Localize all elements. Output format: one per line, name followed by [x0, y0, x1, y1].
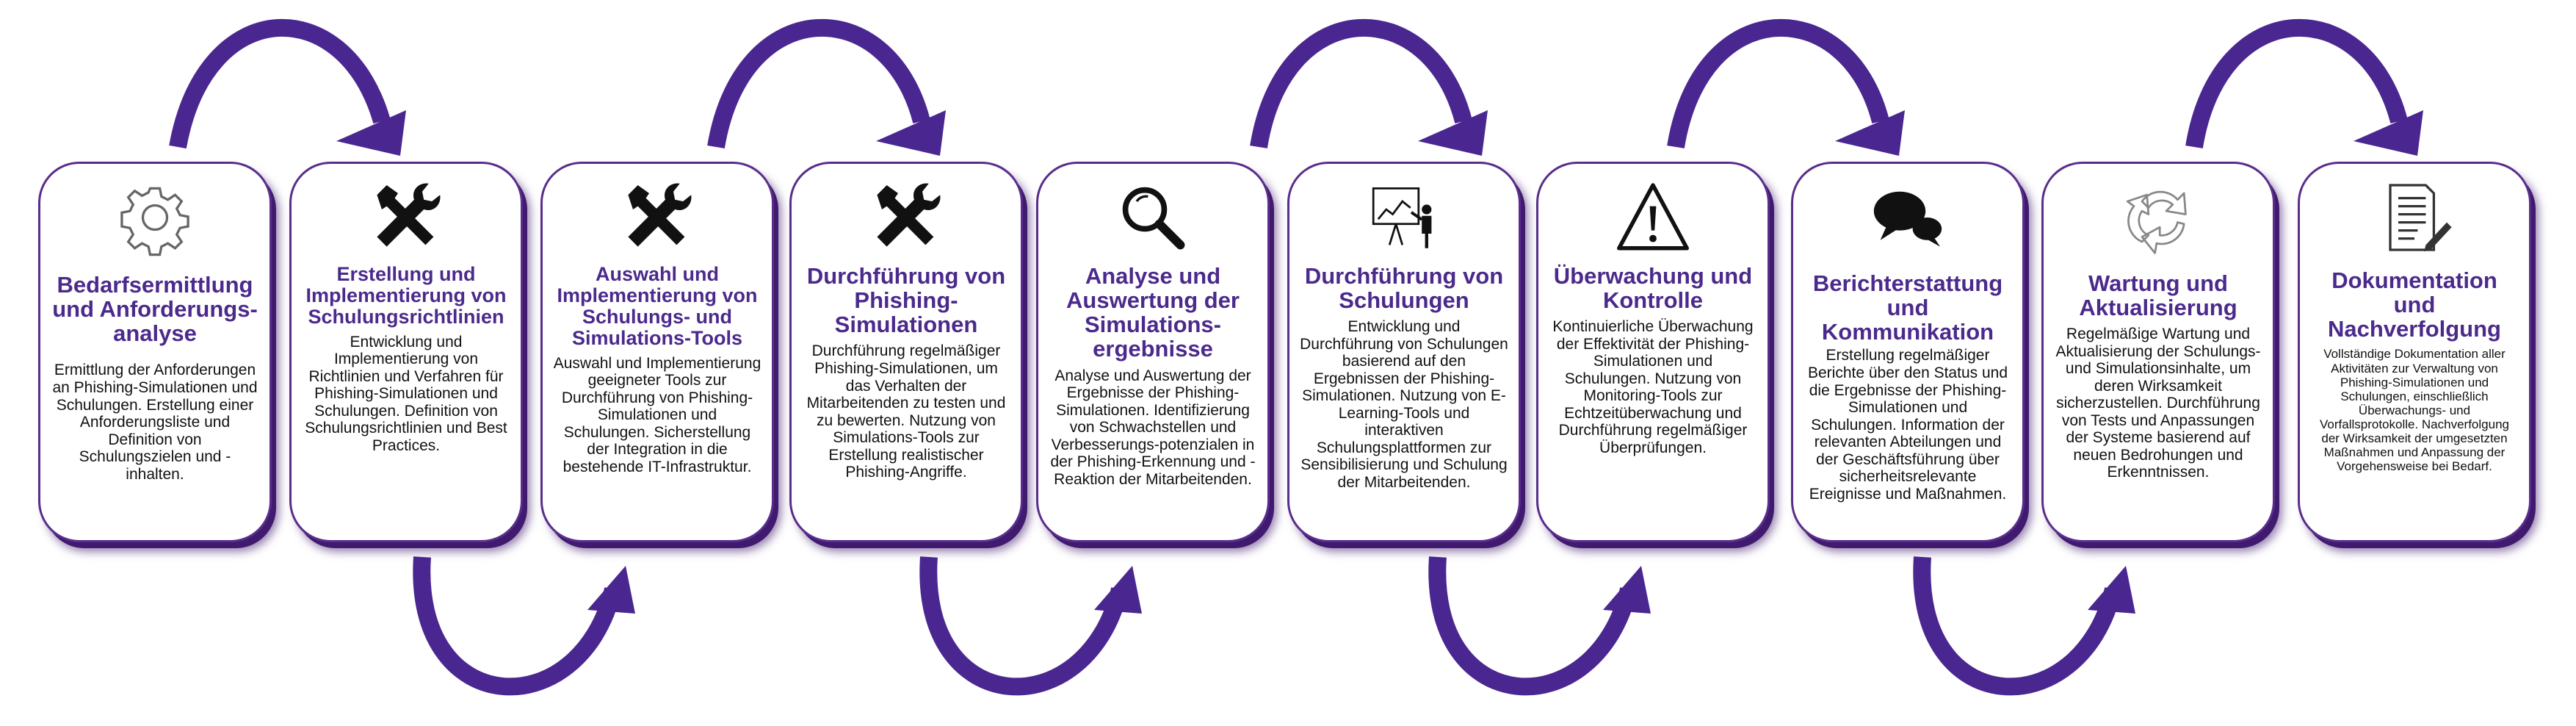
arrowhead — [336, 110, 406, 156]
cycle-arrows-icon — [2118, 177, 2199, 258]
connector-arrow-7 — [919, 556, 1129, 696]
presentation-icon — [1364, 177, 1444, 258]
step-card-4: Durchführung von Phishing-Simulationen D… — [789, 162, 1023, 542]
tools-icon — [617, 177, 698, 258]
connector-arrow-3 — [1250, 18, 1472, 148]
step-body: Kontinuierliche Überwachung der Effektiv… — [1552, 318, 1754, 456]
step-title: Analyse und Auswertung der Simulations-e… — [1066, 263, 1240, 362]
step-card-3: Auswahl und Implementierung von Schulung… — [540, 162, 774, 542]
step-card-5: Analyse und Auswertung der Simulations-e… — [1036, 162, 1270, 542]
arrowhead — [876, 110, 946, 156]
step-body: Durchführung regelmäßiger Phishing-Simul… — [806, 342, 1006, 481]
step-title: Erstellung und Implementierung von Schul… — [305, 263, 507, 328]
step-card-6: Durchführung von Schulungen Entwicklung … — [1287, 162, 1521, 542]
step-title: Berichterstattung und Kommunikation — [1812, 270, 2003, 345]
step-body: Analyse und Auswertung der Ergebnisse de… — [1050, 367, 1256, 488]
step-title: Bedarfsermittlung und Anforderungs-analy… — [52, 272, 258, 347]
connector-arrow-8 — [1428, 556, 1638, 696]
step-card-2: Erstellung und Implementierung von Schul… — [289, 162, 523, 542]
step-title: Durchführung von Schulungen — [1304, 263, 1504, 314]
step-card-1: Bedarfsermittlung und Anforderungs-analy… — [38, 162, 272, 542]
arrowhead — [587, 566, 635, 614]
step-body: Regelmäßige Wartung und Aktualisierung d… — [2055, 326, 2261, 481]
step-body: Ermittlung der Anforderungen an Phishing… — [52, 362, 258, 483]
step-card-9: Wartung und Aktualisierung Regelmäßige W… — [2041, 162, 2275, 542]
arrowhead — [1603, 566, 1651, 614]
connector-arrow-4 — [1667, 18, 1889, 148]
magnifier-icon — [1112, 177, 1193, 258]
connector-arrow-9 — [1913, 556, 2122, 696]
connector-arrow-1 — [169, 18, 391, 149]
step-body: Vollständige Dokumentation aller Aktivit… — [2320, 347, 2509, 473]
step-card-7: Überwachung und Kontrolle Kontinuierlich… — [1536, 162, 1770, 542]
speech-bubbles-icon — [1867, 177, 1948, 258]
step-title: Dokumentation und Nachverfolgung — [2328, 267, 2501, 342]
step-title: Auswahl und Implementierung von Schulung… — [557, 263, 758, 349]
arrowhead — [1418, 110, 1488, 156]
step-card-8: Berichterstattung und Kommunikation Erst… — [1791, 162, 2025, 542]
arrowhead — [1835, 110, 1905, 156]
step-body: Auswahl und Implementierung geeigneter T… — [553, 354, 761, 475]
gear-icon — [115, 177, 195, 258]
connector-arrow-2 — [707, 18, 930, 148]
step-body: Entwicklung und Durchführung von Schulun… — [1300, 318, 1508, 491]
step-title: Durchführung von Phishing-Simulationen — [806, 263, 1006, 338]
step-body: Erstellung regelmäßiger Berichte über de… — [1807, 347, 2008, 503]
arrowhead — [2354, 110, 2423, 156]
step-title: Wartung und Aktualisierung — [2079, 270, 2237, 321]
warning-icon — [1613, 177, 1693, 258]
tools-icon — [866, 177, 947, 258]
arrowhead — [1094, 566, 1142, 614]
step-title: Überwachung und Kontrolle — [1553, 263, 1753, 314]
arrowhead — [2088, 566, 2135, 614]
connector-arrow-5 — [2185, 18, 2408, 148]
step-body: Entwicklung und Implementierung von Rich… — [305, 333, 507, 454]
connector-arrow-6 — [413, 556, 622, 696]
step-card-10: Dokumentation und Nachverfolgung Vollstä… — [2298, 162, 2531, 542]
tools-icon — [366, 177, 446, 258]
document-pen-icon — [2374, 177, 2455, 258]
